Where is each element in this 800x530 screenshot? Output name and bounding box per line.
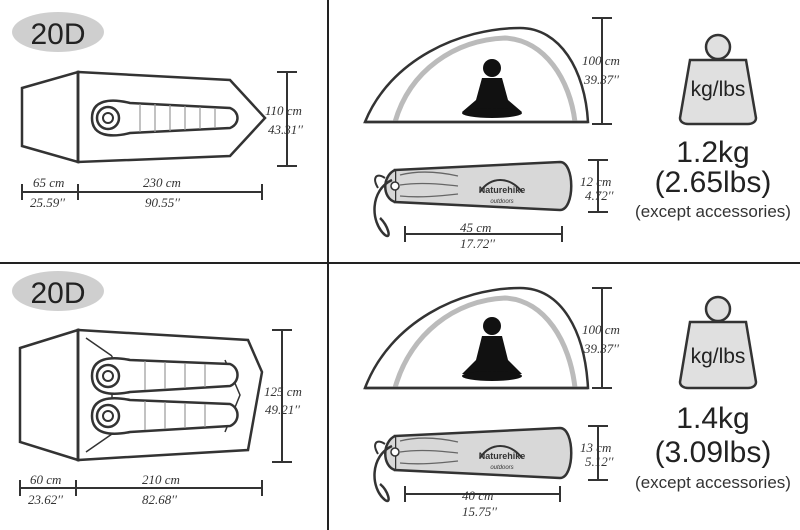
vestibule-cm: 65 cm — [33, 175, 64, 190]
side-view-single: 100 cm 39.37′′ Naturehike outdoors 12 cm… — [363, 17, 791, 251]
tent-width-in: 49.21′′ — [265, 402, 300, 417]
weight-kg: 1.2kg — [676, 136, 749, 169]
pack-length-in: 15.75′′ — [462, 504, 497, 519]
length-dimension — [19, 480, 263, 496]
brand-logo: Naturehike — [479, 451, 526, 461]
brand-sub: outdoors — [490, 199, 513, 205]
width-dimension — [277, 71, 297, 167]
weight-icon — [678, 295, 758, 390]
weight-unit: kg/lbs — [691, 78, 746, 101]
length-dimension — [21, 184, 263, 200]
pack-length-cm: 45 cm — [460, 220, 491, 235]
pack-diameter-dimension — [588, 425, 608, 481]
pack-bag-icon: Naturehike outdoors — [373, 160, 573, 238]
weight-note: (except accessories) — [635, 202, 791, 221]
fabric-badge-text: 20D — [30, 18, 85, 51]
weight-lbs: (3.09lbs) — [655, 436, 772, 469]
height-in: 39.37′′ — [583, 72, 619, 87]
tent-width-cm: 110 cm — [265, 103, 302, 118]
vestibule-in: 23.62′′ — [28, 492, 63, 507]
person-icon — [462, 317, 522, 381]
weight-note: (except accessories) — [635, 473, 791, 492]
vestibule-in: 25.59′′ — [30, 195, 65, 210]
height-cm: 100 cm — [582, 53, 620, 68]
fabric-badge-text: 20D — [30, 277, 85, 310]
sleeping-bag-icon — [90, 357, 239, 395]
weight-unit: kg/lbs — [691, 345, 746, 368]
pack-length-cm: 40 cm — [462, 488, 493, 503]
side-view-double: 100 cm 39.37′′ Naturehike outdoors 13 cm… — [363, 286, 791, 519]
tent-outline-double — [18, 328, 264, 462]
weight-lbs: (2.65lbs) — [655, 166, 772, 199]
brand-sub: outdoors — [490, 465, 513, 471]
width-dimension — [272, 329, 292, 463]
height-dimension — [592, 287, 612, 389]
fabric-badge — [12, 12, 104, 52]
pack-length-dimension — [404, 226, 563, 242]
pack-diameter-dimension — [588, 159, 608, 213]
pack-diameter-cm: 13 cm — [580, 440, 611, 455]
length-cm: 230 cm — [143, 175, 181, 190]
sleeping-bag-icon — [90, 99, 239, 137]
height-dimension — [592, 17, 612, 125]
floor-plan-single: 20D 110 cm 43.31′′ 65 cm — [12, 12, 303, 210]
length-in: 90.55′′ — [145, 195, 180, 210]
sleeping-bag-icon — [90, 397, 239, 435]
brand-logo: Naturehike — [479, 185, 526, 195]
pack-diameter-in: 4.72′′ — [585, 188, 614, 203]
tent-width-in: 43.31′′ — [268, 122, 303, 137]
fabric-badge — [12, 271, 104, 311]
tent-dome-icon — [363, 26, 590, 124]
tent-outline-single — [20, 70, 267, 164]
pack-length-dimension — [404, 486, 561, 502]
pack-diameter-in: 5.12′′ — [585, 454, 614, 469]
vestibule-cm: 60 cm — [30, 472, 61, 487]
height-cm: 100 cm — [582, 322, 620, 337]
floor-plan-double: 20D 125 cm — [12, 271, 302, 507]
weight-kg: 1.4kg — [676, 402, 749, 435]
pack-bag-icon: Naturehike outdoors — [373, 426, 573, 503]
weight-icon — [678, 33, 758, 126]
pack-diameter-cm: 12 cm — [580, 174, 611, 189]
pack-length-in: 17.72′′ — [460, 236, 495, 251]
length-in: 82.68′′ — [142, 492, 177, 507]
tent-dome-icon — [363, 286, 590, 390]
person-icon — [462, 59, 522, 118]
tent-width-cm: 125 cm — [264, 384, 302, 399]
height-in: 39.37′′ — [583, 341, 619, 356]
length-cm: 210 cm — [142, 472, 180, 487]
